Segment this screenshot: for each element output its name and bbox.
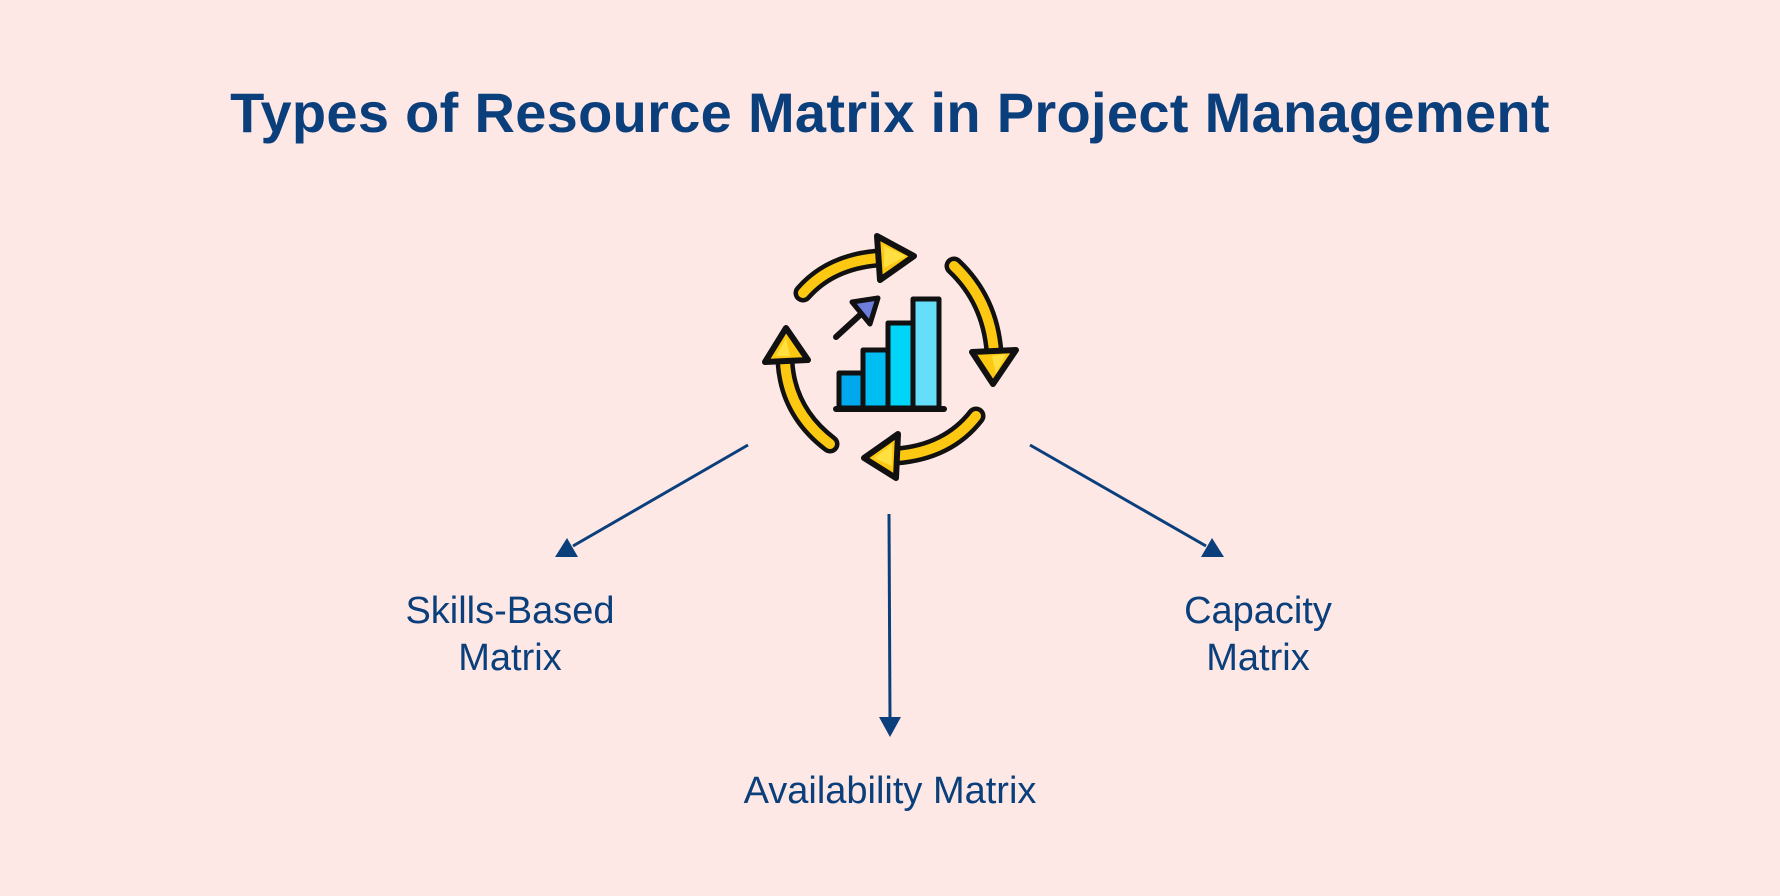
connector-skills (555, 443, 749, 557)
connector-availability (879, 513, 901, 737)
capacity-matrix-label: Capacity Matrix (1108, 588, 1408, 682)
skills-label-line2: Matrix (458, 637, 562, 679)
connector-capacity (1029, 443, 1224, 557)
arrowhead-icon (879, 717, 901, 737)
cycle-arrow-right-icon (944, 256, 1019, 387)
cycle-arrow-top-icon (793, 233, 917, 303)
cycle-arrow-left-icon (762, 325, 840, 454)
skills-label-line1: Skills-Based (405, 590, 615, 632)
capacity-label-line1: Capacity (1184, 590, 1332, 632)
cycle-arrow-bottom-icon (861, 406, 986, 481)
skills-based-matrix-label: Skills-Based Matrix (360, 588, 660, 682)
cycle-growth-chart-icon (762, 233, 1019, 481)
bar-chart-icon (833, 296, 947, 412)
trend-up-arrow-icon (833, 295, 881, 340)
arrowhead-icon (555, 538, 578, 557)
capacity-label-line2: Matrix (1206, 637, 1310, 679)
arrowhead-icon (1201, 538, 1224, 557)
availability-matrix-label: Availability Matrix (640, 768, 1140, 815)
availability-label-line1: Availability Matrix (743, 770, 1037, 812)
page-title: Types of Resource Matrix in Project Mana… (230, 81, 1550, 144)
